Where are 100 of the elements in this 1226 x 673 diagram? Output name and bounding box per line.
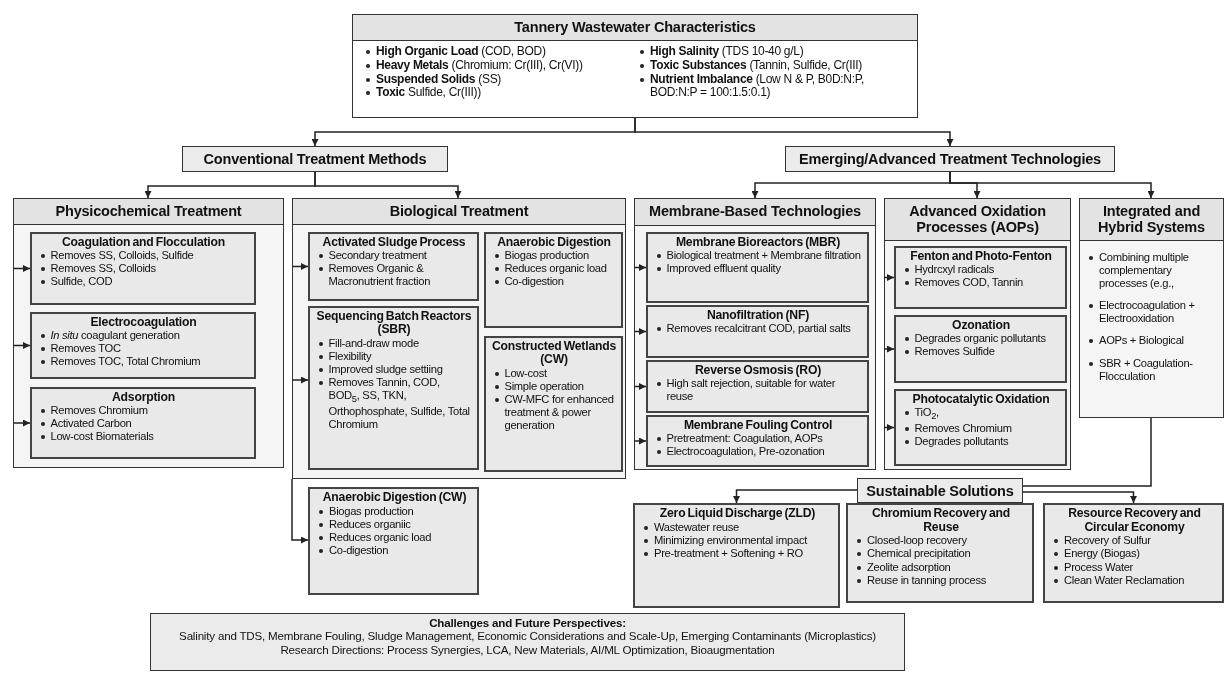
category-panel [884, 198, 1071, 470]
arrow [314, 171, 462, 199]
process-box [893, 314, 1067, 383]
process-box [846, 503, 1034, 603]
box-heading: Electrocoagulation [89, 315, 198, 330]
bullet-text: Improved effluent quality [666, 262, 781, 275]
process-box [893, 388, 1067, 466]
summary-box [352, 14, 918, 118]
bullet-text: High salt rejection, suitable for water reuse [666, 377, 836, 403]
bullet-text: In situ coagulant generation [50, 329, 180, 342]
arrow [291, 376, 309, 384]
bullet-text: TiO$_{2}$, [914, 406, 939, 419]
bullet-text: Secondary treatment [328, 249, 427, 262]
bullet-text: Chemical precipitation [867, 547, 971, 560]
bullet-text: Removes recalcitrant COD, partial salts [666, 322, 851, 335]
bullet-text: Energy (Biogas) [1064, 547, 1140, 560]
bullet-text: Low-cost [504, 366, 547, 379]
bullet-text: Electrocoagulation, Pre-ozonation [666, 445, 825, 458]
process-box [307, 231, 479, 301]
bullet-text: Nutrient Imbalance (Low N & P, B0D:N:P, BOD:N:P = 100:1.5:0.1) [650, 71, 864, 100]
box-heading: Adsorption [111, 390, 176, 405]
box-heading: Nanofiltration (NF) [705, 308, 811, 323]
process-box [645, 414, 869, 467]
process-box [645, 231, 869, 303]
process-box [307, 305, 479, 470]
bullet-text: Simple operation [504, 379, 584, 392]
box-heading: Resource Recovery and Circular Economy [1067, 507, 1202, 535]
bullet-text: Electrocoagulation + Electrooxidation [1099, 299, 1195, 325]
box-heading: Coagulation and Flocculation [61, 235, 226, 250]
bullet-text: Recovery of Sulfur [1064, 534, 1151, 547]
bullet-text: Removes COD, Tannin [914, 276, 1023, 289]
process-box [645, 304, 869, 358]
heading-text: Emerging/Advanced Treatment Technologies [799, 151, 1101, 167]
category-box [785, 146, 1115, 172]
bullet-text: Co-digestion [329, 543, 389, 556]
bullet-text: Toxic Substances (Tannin, Sulfide, Cr(III) [650, 57, 862, 72]
process-box [29, 386, 256, 459]
bullet-text: Clean Water Reclamation [1064, 573, 1185, 586]
body-text: Research Directions: Process Synergies, LCA, New Materials, AI/ML Optimization, Bioaugmentation [279, 642, 776, 656]
bullet-text: Toxic Sulfide, Cr(III)) [376, 85, 481, 100]
bullet-text: Removes Sulfide [914, 345, 995, 358]
bullet-text: Reduces organiic [329, 517, 411, 530]
heading-text: Challenges and Future Perspectives: [428, 616, 627, 630]
panel-header: Integrated and Hybrid Systems [1080, 199, 1223, 241]
arrow [883, 345, 895, 353]
category-box [857, 478, 1023, 503]
bullet-text: Biogas production [504, 249, 589, 262]
bullet-text: Removes Organic & Macronutrient fraction [328, 262, 431, 288]
bullet-text: Process Water [1064, 560, 1134, 573]
box-heading: Anaerobic Digestion [496, 235, 612, 250]
process-box [483, 335, 623, 472]
bullet-text: Removes Chromium [914, 422, 1012, 435]
bullet-text: Removes Tannin, COD, BOD$_{5}$, SS, TKN, Orthophosphate, Sulfide, Total Chromium [328, 376, 470, 431]
bullet-text: High Salinity (TDS 10-40 g/L) [650, 44, 804, 58]
arrow [1022, 491, 1137, 504]
arrow [12, 419, 31, 427]
body-text: Salinity and TDS, Membrane Fouling, Sludge Management, Economic Considerations and Scale-Up, Emerging Contaminants (Microplastics) [178, 629, 877, 643]
arrow [634, 117, 954, 147]
box-heading: Membrane Bioreactors (MBR) [674, 235, 842, 250]
bullet-text: Reduces organic load [329, 530, 432, 543]
box-heading: Constructed Wetlands (CW) [491, 339, 617, 367]
bullet-text: Improved sludge settiing [328, 363, 443, 375]
arrow [633, 437, 647, 445]
box-heading: Sequencing Batch Reactors (SBR) [315, 309, 473, 337]
process-box [308, 487, 479, 595]
bullet-text: Biological treatment + Membrane filtration [666, 249, 861, 262]
process-box [1043, 503, 1224, 603]
box-heading: Photocatalytic Oxidation [911, 392, 1051, 407]
category-box [182, 146, 448, 172]
bullet-text: Flexibility [328, 349, 372, 362]
heading-text: Conventional Treatment Methods [203, 151, 427, 167]
arrow [291, 478, 309, 544]
bullet-text: SBR + Coagulation-Flocculation [1099, 356, 1193, 382]
category-panel [13, 198, 284, 468]
bullet-text: Pre-treatment + Softening + RO [654, 546, 803, 559]
arrow [733, 489, 858, 504]
bullet-text: Biogas production [329, 504, 414, 517]
arrow [633, 264, 647, 271]
box-heading: Ozonation [951, 318, 1011, 333]
box-heading: Chromium Recovery and Reuse [870, 507, 1012, 535]
process-box [29, 311, 256, 379]
bullet-text: Reduces organic load [504, 262, 607, 275]
bullet-text: Removes SS, Colloids [50, 262, 156, 275]
panel-header: Tannery Wastewater Characteristics [353, 15, 917, 41]
panel-header: Biological Treatment [293, 199, 625, 225]
panel-header: Physicochemical Treatment [14, 199, 283, 225]
bullet-text: Hydrcxyl radicals [914, 263, 994, 276]
arrow [949, 171, 1155, 199]
bullet-text: Suspended Solids (SS) [376, 71, 502, 86]
bullet-text: Degrades organic pollutants [914, 332, 1046, 345]
notes-box [150, 613, 905, 671]
heading-text: Sustainable Solutions [866, 482, 1014, 499]
bullet-text: High Organic Load (COD, BOD) [376, 44, 546, 58]
bullet-text: Minimizing environmental impact [654, 533, 807, 546]
box-heading: Reverse Osmosis (RO) [693, 363, 823, 378]
bullet-text: Closed-loop recovery [867, 534, 967, 547]
bullet-text: Combining multiple complementary processes (e.g., [1099, 251, 1189, 290]
arrow [291, 263, 309, 270]
bullet-text: AOPs + Biological [1099, 334, 1184, 347]
bullet-text: Removes Chromium [50, 404, 148, 417]
